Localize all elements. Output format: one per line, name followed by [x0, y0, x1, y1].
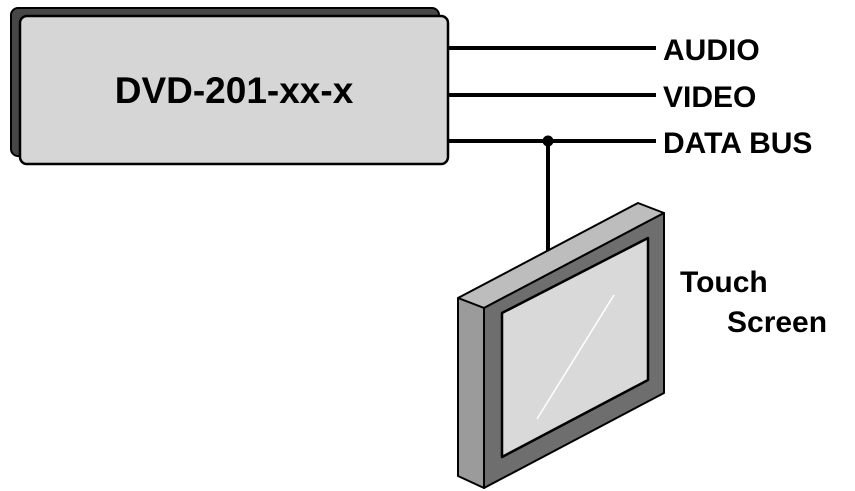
audio-label: AUDIO [663, 34, 760, 67]
data-bus-label: DATA BUS [663, 127, 812, 160]
dvd-unit: DVD-201-xx-x [10, 7, 450, 166]
touch-screen-label-line1: Touch [680, 266, 768, 299]
touch-screen [457, 202, 665, 489]
video-label: VIDEO [663, 81, 756, 114]
touch-screen-glare [536, 294, 615, 420]
touch-screen-side-face [457, 297, 485, 489]
touch-screen-display [500, 236, 650, 459]
dvd-unit-label: DVD-201-xx-x [115, 70, 354, 111]
touch-screen-label-line2: Screen [727, 306, 827, 339]
dvd-unit-body [18, 14, 450, 166]
data-bus-junction [542, 135, 554, 147]
